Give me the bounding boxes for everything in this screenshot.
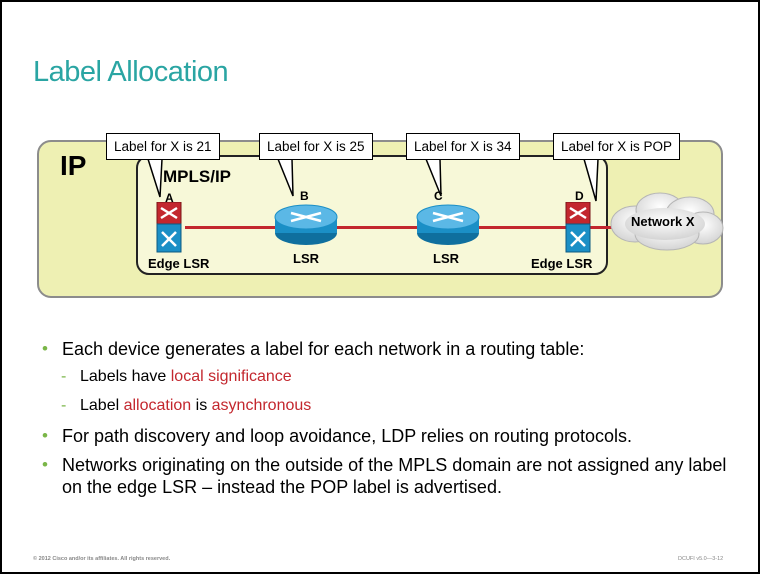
bullet-list: • Each device generates a label for each… (40, 338, 740, 505)
highlight-text: local significance (170, 368, 292, 385)
node-letter-a: A (165, 191, 174, 205)
callout-label-b: Label for X is 25 (259, 133, 373, 160)
highlight-text: allocation (123, 397, 192, 414)
mpls-domain-box (136, 155, 608, 275)
device-label-a: Edge LSR (148, 256, 210, 271)
callout-label-a: Label for X is 21 (106, 133, 220, 160)
bullet-text: Each device generates a label for each n… (62, 339, 585, 359)
dash-icon: - (61, 368, 67, 385)
device-label-b: LSR (293, 251, 319, 266)
dash-icon: - (61, 397, 67, 414)
ip-domain-label: IP (60, 150, 87, 181)
edge-lsr-router-icon (156, 202, 182, 253)
bullet-item: • For path discovery and loop avoidance,… (40, 425, 740, 447)
network-cloud-icon (610, 192, 724, 251)
sub-bullet-text: Labels have (80, 368, 171, 385)
edge-lsr-router-icon (565, 202, 591, 253)
node-letter-b: B (300, 189, 309, 203)
highlight-text: asynchronous (211, 397, 312, 414)
bullet-dot-icon: • (42, 455, 48, 474)
node-letter-c: C (434, 189, 443, 203)
bullet-item: • Networks originating on the outside of… (40, 454, 740, 498)
lsr-router-icon (416, 204, 480, 245)
lsr-router-icon (274, 204, 338, 245)
bullet-dot-icon: • (42, 426, 48, 445)
callout-label-c: Label for X is 34 (406, 133, 520, 160)
bullet-item: • Each device generates a label for each… (40, 338, 740, 360)
bullet-dot-icon: • (42, 339, 48, 358)
callout-label-d: Label for X is POP (553, 133, 681, 160)
footer-copyright: © 2012 Cisco and/or its affiliates. All … (33, 556, 171, 562)
node-letter-d: D (575, 189, 584, 203)
mpls-link-line (185, 226, 615, 229)
sub-bullet-text: Label (80, 397, 124, 414)
device-label-c: LSR (433, 251, 459, 266)
mpls-domain-label: MPLS/IP (163, 167, 232, 186)
bullet-text: Networks originating on the outside of t… (62, 455, 727, 497)
sub-bullet-item: - Label allocation is asynchronous (40, 396, 740, 416)
sub-bullet-item: - Labels have local significance (40, 367, 740, 387)
slide-title: Label Allocation (33, 56, 229, 88)
footer-slide-code: DCUFI v5.0—3-12 (678, 556, 724, 562)
bullet-text: For path discovery and loop avoidance, L… (62, 426, 632, 446)
sub-bullet-text: is (191, 397, 212, 414)
network-x-label: Network X (631, 214, 695, 229)
device-label-d: Edge LSR (531, 256, 593, 271)
